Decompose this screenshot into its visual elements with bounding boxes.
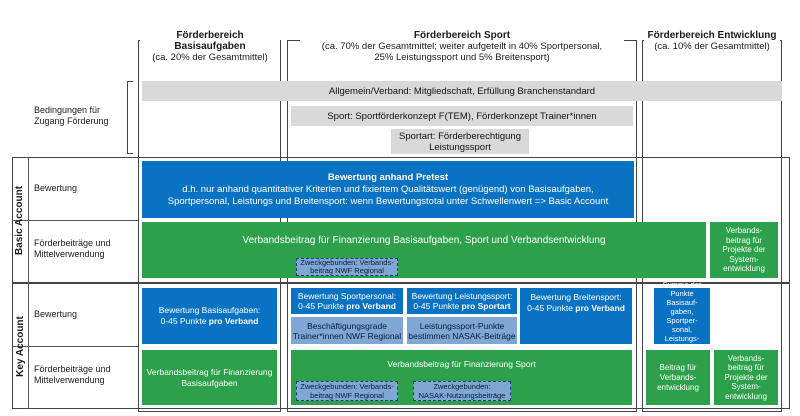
conditions-bracket	[127, 81, 133, 154]
key-leistungssport-eval-box: Bewertung Leistungssport: 0-45 Punkte pr…	[407, 288, 517, 314]
basic-pretest-line-1: d.h. nur anhand quantitativer Kriterien …	[182, 183, 594, 195]
basic-pretest-box: Bewertung anhand Pretest d.h. nur anhand…	[142, 161, 634, 218]
basic-contrib-text: Verbandsbeitrag für Finanzierung Basisau…	[242, 235, 606, 246]
side-label-divider	[28, 157, 29, 409]
key-contrib-label: Förderbeiträge und Mittelverwendung	[34, 364, 111, 385]
basic-entw-box: Verbands- beitrag für Projekte der Syste…	[710, 222, 778, 278]
key-account-label-wrap: Key Account	[0, 316, 40, 377]
key-breitensport-eval-box: Bewertung Breitensport: 0-45 Punkte pro …	[520, 288, 632, 344]
basic-pretest-line-2: Sportpersonal, Leistungs und Breitenspor…	[167, 195, 609, 207]
key-beschaeftigung-box: Beschäftigungsgrade Trainer*innen NWF Re…	[291, 317, 403, 344]
condition-sportart-bar: Sportart: Förderberechtigung Leistungssp…	[391, 129, 529, 154]
key-account-label: Key Account	[14, 315, 26, 377]
conditions-label: Bedingungen für Zugang Förderung	[34, 105, 126, 129]
basic-contrib-box: Verbandsbeitrag für Finanzierung Basisau…	[142, 222, 706, 278]
key-entw-contrib-box: Beitrag für Verbands- entwicklung	[646, 350, 710, 405]
column-sport-subtitle-1: (ca. 70% der Gesamtmittel; weiter aufget…	[321, 41, 603, 52]
key-basis-contrib-box: Verbandsbeitrag für Finanzierung Basisau…	[142, 350, 277, 405]
basic-account-label: Basic Account	[14, 185, 26, 255]
basic-contrib-label: Förderbeiträge und Mittelverwendung	[34, 238, 111, 259]
key-sport-contrib-text: Verbandsbeitrag für Finanzierung Sport	[387, 359, 536, 369]
key-leistungssport-points-box: Leistungssport-Punkte bestimmen NASAK-Be…	[407, 317, 517, 344]
basic-pretest-title: Bewertung anhand Pretest	[327, 171, 449, 183]
column-basis-subtitle: (ca. 20% der Gesamtmittel)	[152, 52, 268, 63]
column-sport-header: Förderbereich Sport (ca. 70% der Gesamtm…	[300, 30, 624, 63]
column-entw-subtitle: (ca. 10% der Gesamtmittel)	[654, 41, 770, 52]
conditions-label-line-1: Bedingungen für	[34, 105, 101, 115]
basic-eval-label: Bewertung	[34, 182, 78, 193]
column-basis-header: Förderbereich Basisaufgaben (ca. 20% der…	[140, 30, 280, 63]
condition-general-bar: Allgemein/Verband: Mitgliedschaft, Erfül…	[142, 81, 782, 101]
column-entw-title: Förderbereich Entwicklung	[647, 30, 777, 41]
column-entw-header: Förderbereich Entwicklung (ca. 10% der G…	[644, 30, 780, 52]
condition-sport-bar: Sport: Sportförderkonzept F(TEM), Förder…	[291, 106, 633, 126]
column-sport-title: Förderbereich Sport	[413, 30, 511, 41]
key-summe-box: Summe der Punkte Basisauf- gaben, Sportp…	[654, 280, 710, 352]
key-basis-eval-box: Bewertung Basisaufgaben: 0-45 Punkte pro…	[142, 288, 277, 344]
key-earmark-nasak-box: Zweckgebunden: NASAK-Nutzungsbeiträge	[413, 381, 511, 401]
key-sportpersonal-eval-box: Bewertung Sportpersonal: 0-45 Punkte pro…	[291, 288, 403, 314]
basic-row-divider	[12, 220, 138, 221]
column-sport-subtitle-2: 25% Leistungssport und 5% Breitensport)	[374, 52, 550, 63]
basic-account-label-wrap: Basic Account	[0, 185, 40, 254]
key-row-divider	[12, 346, 138, 347]
conditions-label-line-2: Zugang Förderung	[34, 116, 109, 126]
column-basis-title: Förderbereich Basisaufgaben	[174, 30, 246, 52]
key-eval-label: Bewertung	[34, 308, 78, 319]
basic-earmark-box: Zweckgebunden: Verbands- beitrag NWF Reg…	[296, 258, 398, 276]
key-earmark-nwf-box: Zweckgebunden: Verbands- beitrag NWF Reg…	[296, 381, 398, 401]
key-entw-projects-box: Verbands- beitrag für Projekte der Syste…	[714, 350, 778, 405]
